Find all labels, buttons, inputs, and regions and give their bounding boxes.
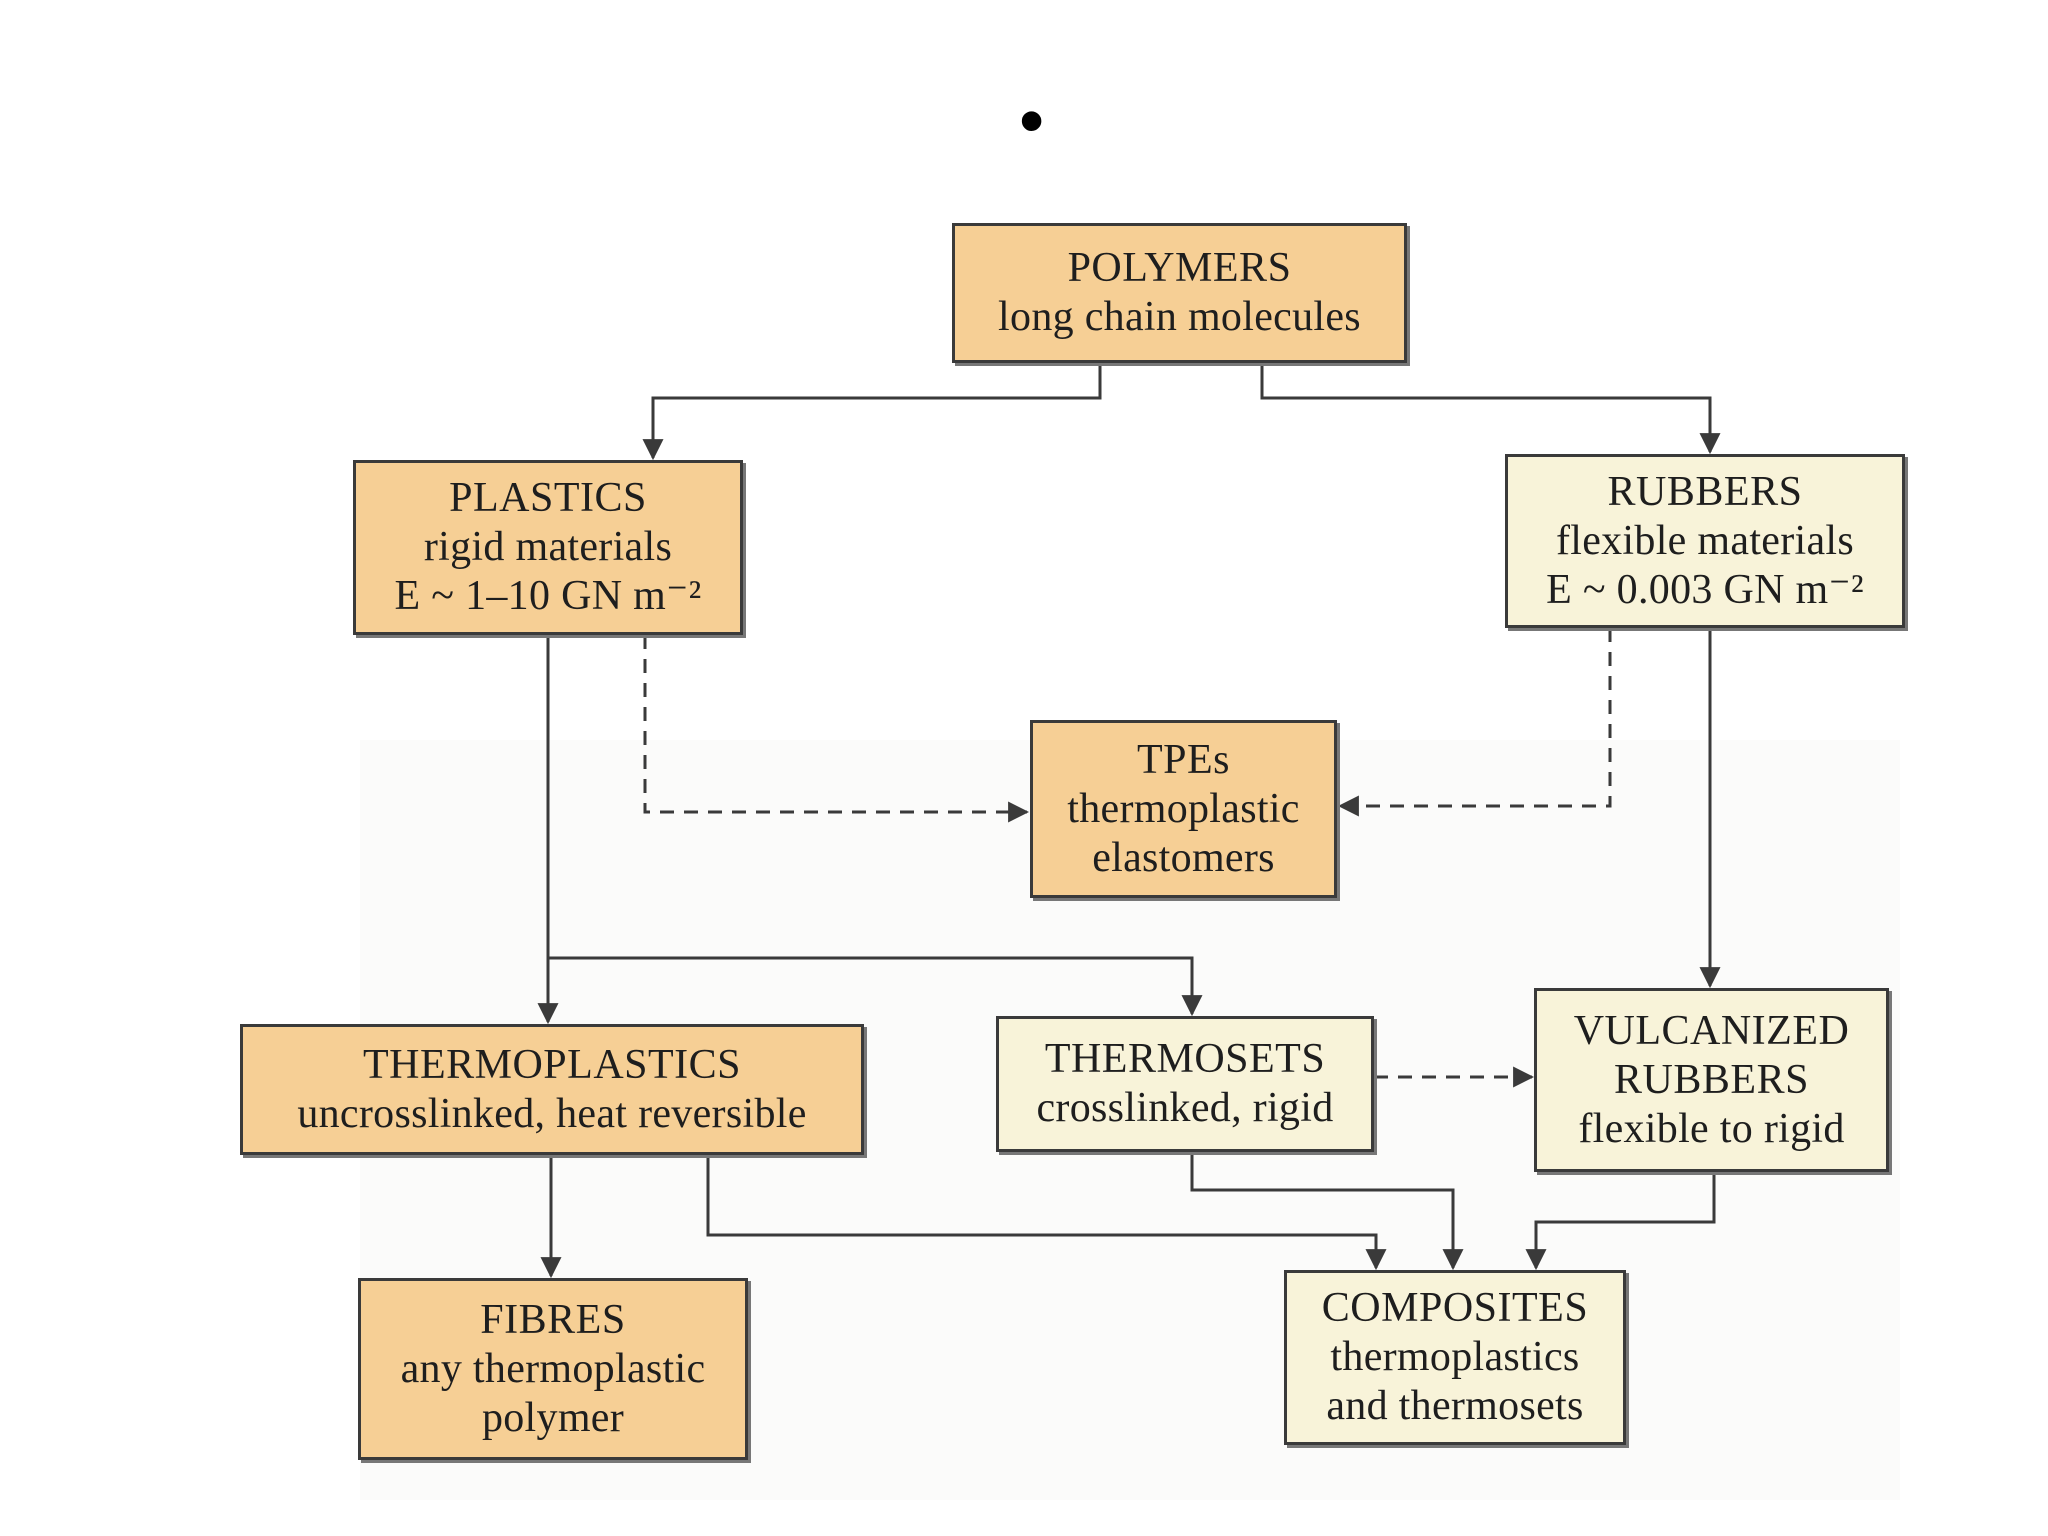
node-rubbers-desc: flexible materials [1555,517,1855,564]
node-plastics-title: PLASTICS [449,475,647,521]
node-plastics: PLASTICS rigid materials E ~ 1–10 GN m⁻² [353,460,743,635]
node-vulcanized-rubbers: VULCANIZED RUBBERS flexible to rigid [1534,988,1889,1172]
node-tpes-desc-1: thermoplastic [1067,785,1300,832]
node-plastics-modulus: E ~ 1–10 GN m⁻² [394,573,702,619]
node-polymers-desc: long chain molecules [998,294,1361,340]
node-fibres-title: FIBRES [480,1296,626,1343]
node-vulcanized-title-1: VULCANIZED [1573,1007,1850,1054]
node-tpes-desc-2: elastomers [1092,834,1275,881]
arrow-thermosets-to-composites [1190,1152,1464,1271]
node-thermoplastics-title: THERMOPLASTICS [362,1041,742,1088]
node-plastics-desc: rigid materials [423,524,673,570]
node-fibres: FIBRES any thermoplastic polymer [358,1278,748,1460]
node-thermosets-title: THERMOSETS [1044,1036,1326,1082]
node-rubbers: RUBBERS flexible materials E ~ 0.003 GN … [1505,454,1905,628]
arrow-branch-to-thermosets [548,956,1203,1017]
arrow-thermoplastics-to-composites [706,1155,1387,1271]
node-rubbers-modulus: E ~ 0.003 GN m⁻² [1546,566,1864,613]
node-tpes: TPEs thermoplastic elastomers [1030,720,1337,898]
arrow-polymers-to-plastics [642,363,1102,461]
node-thermoplastics: THERMOPLASTICS uncrosslinked, heat rever… [240,1024,864,1155]
bullet-mark: • [1019,81,1045,161]
node-composites-desc-2: and thermosets [1326,1383,1584,1429]
dashed-arrow-rubbers-to-tpes [1337,628,1612,817]
node-composites: COMPOSITES thermoplastics and thermosets [1284,1270,1626,1445]
node-polymers-title: POLYMERS [1067,245,1292,291]
node-composites-title: COMPOSITES [1321,1285,1589,1331]
node-vulcanized-desc: flexible to rigid [1578,1105,1845,1152]
node-thermosets-desc: crosslinked, rigid [1036,1085,1334,1131]
dashed-arrow-plastics-to-tpes [643,635,1030,823]
node-rubbers-title: RUBBERS [1607,468,1803,515]
node-polymers: POLYMERS long chain molecules [952,223,1407,363]
arrow-polymers-to-rubbers [1260,363,1721,455]
node-composites-desc-1: thermoplastics [1330,1334,1580,1380]
node-tpes-title: TPEs [1136,736,1230,783]
arrow-vulcanized-to-composites [1525,1172,1716,1271]
node-fibres-desc-1: any thermoplastic [400,1345,706,1392]
node-fibres-desc-2: polymer [481,1394,625,1441]
node-thermoplastics-desc: uncrosslinked, heat reversible [297,1090,807,1137]
node-thermosets: THERMOSETS crosslinked, rigid [996,1016,1374,1152]
node-vulcanized-title-2: RUBBERS [1614,1056,1809,1103]
